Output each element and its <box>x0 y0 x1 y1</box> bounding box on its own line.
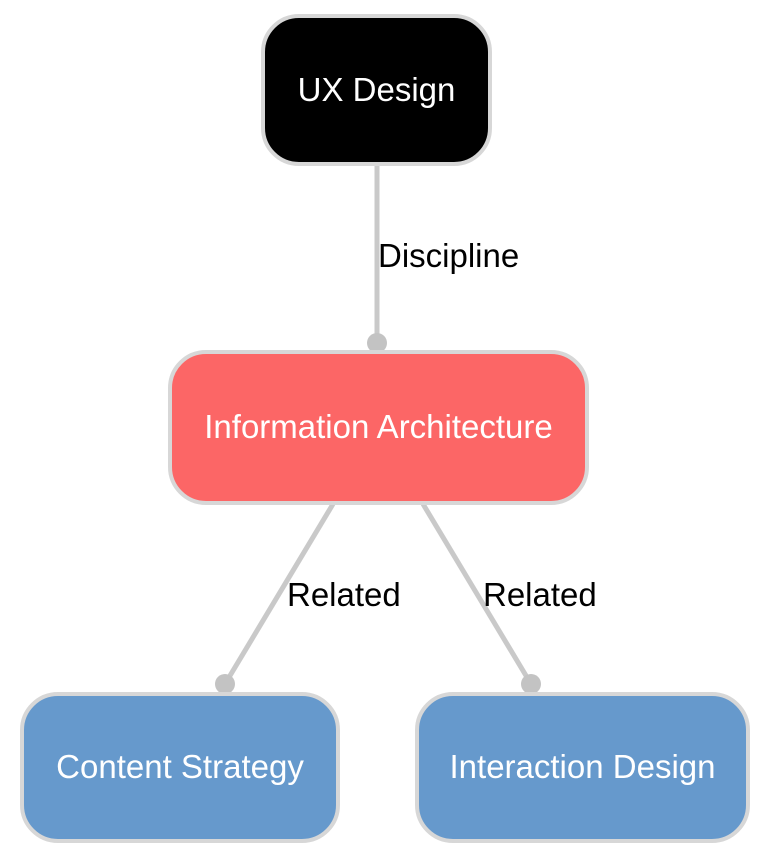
edge-discipline-endpoint-dot <box>367 333 387 353</box>
node-ux-design-label: UX Design <box>297 70 456 108</box>
node-interaction-design-label: Interaction Design <box>449 748 716 786</box>
edge-label-discipline: Discipline <box>378 237 520 274</box>
edge-related-right-endpoint-dot <box>521 674 541 694</box>
node-information-architecture[interactable]: Information Architecture <box>168 350 589 505</box>
node-information-architecture-label: Information Architecture <box>204 408 553 446</box>
edge-related-left-line <box>222 502 336 686</box>
node-content-strategy-label: Content Strategy <box>56 748 304 786</box>
edge-related-left-endpoint-dot <box>215 674 235 694</box>
edge-label-related-right: Related <box>483 576 597 613</box>
node-interaction-design[interactable]: Interaction Design <box>415 692 750 843</box>
edge-related-right-line <box>420 502 534 686</box>
edge-label-related-left: Related <box>287 576 401 613</box>
node-ux-design[interactable]: UX Design <box>261 14 492 166</box>
node-content-strategy[interactable]: Content Strategy <box>20 692 340 843</box>
